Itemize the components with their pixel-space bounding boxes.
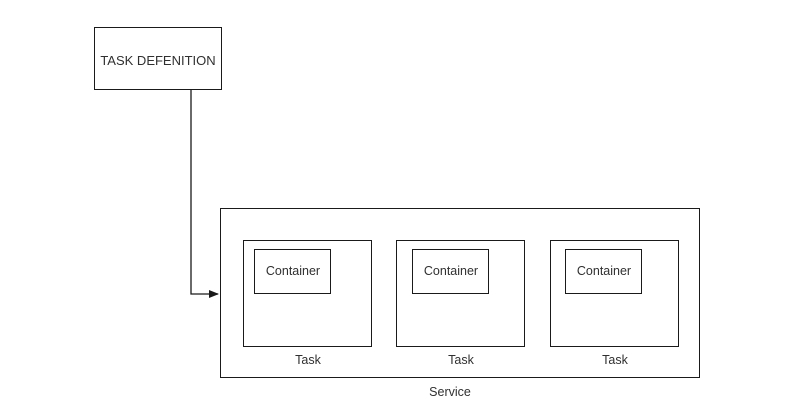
task-definition-box[interactable] bbox=[94, 27, 222, 90]
container-label: Container bbox=[265, 264, 321, 278]
task-label: Task bbox=[448, 353, 474, 367]
container-label: Container bbox=[576, 264, 632, 278]
task-label: Task bbox=[295, 353, 321, 367]
task-definition-label: TASK DEFENITION bbox=[100, 53, 216, 68]
container-label: Container bbox=[423, 264, 479, 278]
container-box[interactable] bbox=[254, 249, 331, 294]
task-label: Task bbox=[602, 353, 628, 367]
service-label: Service bbox=[429, 385, 471, 399]
task-definition-to-service-arrow[interactable] bbox=[190, 90, 219, 298]
container-box[interactable] bbox=[565, 249, 642, 294]
container-box[interactable] bbox=[412, 249, 489, 294]
